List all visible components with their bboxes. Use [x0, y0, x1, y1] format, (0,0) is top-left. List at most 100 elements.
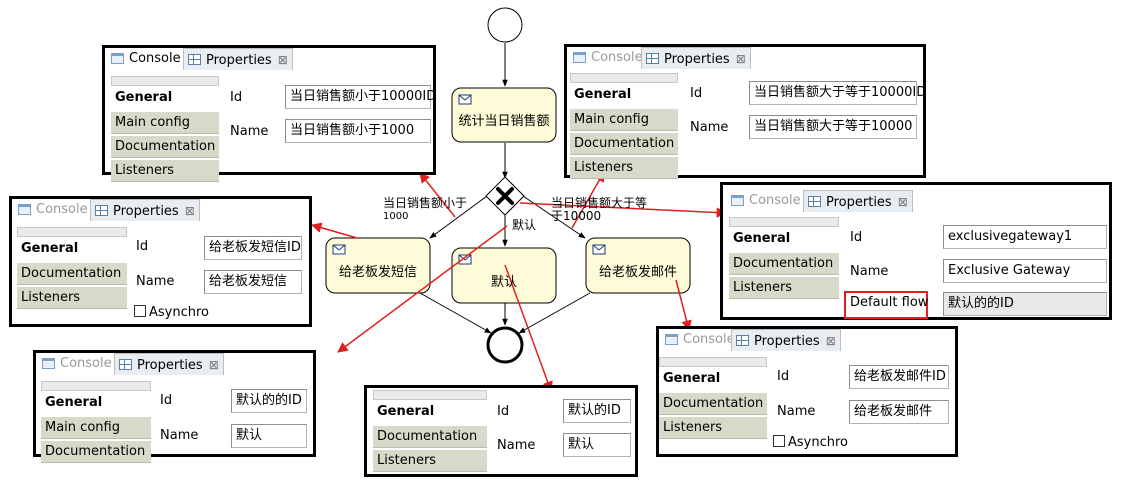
- sidebar-item-listeners[interactable]: Listeners: [729, 276, 839, 299]
- sidebar-top-stub: [41, 381, 151, 391]
- close-icon[interactable]: ⊠: [825, 334, 836, 348]
- name-field[interactable]: 给老板发邮件: [849, 400, 949, 424]
- name-label: Name: [690, 120, 729, 135]
- checkbox-box[interactable]: [134, 305, 146, 317]
- tab-properties[interactable]: Properties⊠: [803, 190, 913, 212]
- tab-console[interactable]: Console: [107, 48, 185, 70]
- sidebar-item-documentation[interactable]: Documentation: [570, 132, 678, 155]
- properties-panel-default-flow: Console Properties⊠ General Main config …: [33, 350, 316, 463]
- annotation-arrow-email: [675, 279, 692, 332]
- asynchronous-checkbox[interactable]: Asynchro: [134, 305, 209, 320]
- tab-console[interactable]: Console: [661, 329, 739, 351]
- exclusive-gateway[interactable]: [485, 176, 525, 216]
- id-field[interactable]: 默认的的ID: [231, 389, 307, 413]
- sidebar-item-listeners[interactable]: Listeners: [17, 286, 127, 309]
- end-event[interactable]: [486, 326, 524, 364]
- tab-properties[interactable]: Properties⊠: [731, 329, 841, 351]
- properties-panel-sms-task: Console Properties⊠ General Documentatio…: [9, 196, 312, 327]
- close-icon[interactable]: ⊠: [184, 204, 195, 218]
- name-label: Name: [160, 428, 199, 443]
- task-stat-sales[interactable]: [451, 87, 557, 143]
- id-field[interactable]: 默认的ID: [563, 399, 631, 423]
- annotation-arrow-sms: [310, 222, 358, 239]
- name-field[interactable]: Exclusive Gateway: [943, 259, 1107, 283]
- sidebar-item-listeners[interactable]: Listeners: [570, 156, 678, 179]
- id-label: Id: [160, 393, 173, 408]
- console-icon: [111, 53, 124, 64]
- id-field[interactable]: exclusivegateway1: [943, 225, 1107, 249]
- id-label: Id: [690, 86, 703, 101]
- properties-icon: [95, 205, 108, 216]
- name-field[interactable]: 当日销售额大于等于10000: [749, 115, 917, 139]
- sidebar-item-general[interactable]: General: [17, 238, 127, 261]
- tab-bar: Console Properties⊠: [723, 185, 1109, 212]
- sidebar-item-documentation[interactable]: Documentation: [659, 392, 767, 415]
- sidebar-item-general[interactable]: General: [570, 84, 678, 107]
- flow-less-than[interactable]: [429, 195, 488, 239]
- sidebar-item-general[interactable]: General: [111, 87, 219, 110]
- id-field[interactable]: 当日销售额大于等于10000ID: [749, 81, 926, 105]
- tab-properties[interactable]: Properties⊠: [114, 353, 224, 375]
- default-flow-field[interactable]: 默认的的ID: [943, 292, 1107, 316]
- sidebar-item-general[interactable]: General: [659, 368, 767, 391]
- id-field[interactable]: 给老板发邮件ID: [849, 365, 949, 389]
- task-email-boss[interactable]: [585, 237, 691, 294]
- close-icon[interactable]: ⊠: [735, 52, 746, 66]
- task-label-email-boss: 给老板发邮件: [598, 265, 677, 280]
- tab-console[interactable]: Console: [14, 199, 92, 221]
- properties-panel-email-task: Console Properties⊠ General Documentatio…: [656, 326, 958, 457]
- task-sms-boss[interactable]: [325, 237, 431, 294]
- flow-label-greater: 当日销售额大于等 于10000: [551, 197, 647, 223]
- sidebar-item-general[interactable]: General: [373, 401, 487, 424]
- name-label: Name: [230, 124, 269, 139]
- flow-label-less: 当日销售额小于 1000: [383, 197, 467, 223]
- flow-email-to-end[interactable]: [518, 292, 591, 334]
- tab-bar: Console Properties⊠: [659, 329, 955, 353]
- sidebar-top-stub: [111, 76, 219, 86]
- asynchronous-checkbox[interactable]: Asynchro: [773, 435, 848, 450]
- id-label: Id: [136, 239, 149, 254]
- close-icon[interactable]: ⊠: [208, 358, 219, 372]
- flow-sms-to-end[interactable]: [419, 292, 492, 334]
- close-icon[interactable]: ⊠: [277, 53, 288, 67]
- sidebar-item-main-config[interactable]: Main config: [41, 416, 151, 439]
- name-field[interactable]: 当日销售额小于1000: [285, 119, 431, 143]
- id-field[interactable]: 给老板发短信ID: [204, 236, 302, 260]
- annotation-arrow-greater-flow: [571, 171, 605, 229]
- name-field[interactable]: 给老板发短信: [204, 270, 302, 294]
- close-icon[interactable]: ⊠: [897, 195, 908, 209]
- sidebar-top-stub: [570, 73, 678, 83]
- checkbox-box[interactable]: [773, 435, 785, 447]
- sidebar-item-main-config[interactable]: Main config: [570, 108, 678, 131]
- properties-icon: [188, 54, 201, 65]
- sidebar-item-documentation[interactable]: Documentation: [41, 440, 151, 463]
- tab-properties[interactable]: Properties⊠: [641, 47, 751, 69]
- tab-console[interactable]: Console: [38, 353, 116, 375]
- tab-properties[interactable]: Properties⊠: [90, 199, 200, 221]
- name-field[interactable]: 默认: [231, 424, 307, 448]
- annotation-arrow-default-flow: [337, 225, 508, 353]
- annotation-arrow-gateway: [519, 202, 728, 218]
- task-label-sms-boss: 给老板发短信: [338, 265, 417, 280]
- sidebar-item-listeners[interactable]: Listeners: [111, 159, 219, 182]
- sidebar-item-general[interactable]: General: [41, 392, 151, 415]
- task-default[interactable]: [451, 247, 557, 304]
- tab-console[interactable]: Console: [569, 47, 647, 69]
- start-event[interactable]: [487, 7, 523, 43]
- tab-console[interactable]: Console: [727, 190, 805, 212]
- sidebar-item-general[interactable]: General: [729, 228, 839, 251]
- properties-icon: [736, 335, 749, 346]
- sidebar-item-documentation[interactable]: Documentation: [111, 135, 219, 158]
- flow-label-less-line1: 当日销售额小于: [383, 196, 468, 210]
- name-field[interactable]: 默认: [563, 433, 631, 457]
- sidebar-item-listeners[interactable]: Listeners: [659, 416, 767, 439]
- sidebar-item-documentation[interactable]: Documentation: [17, 262, 127, 285]
- tab-bar: Console Properties⊠: [105, 48, 433, 72]
- sidebar-item-documentation[interactable]: Documentation: [729, 252, 839, 275]
- tab-properties[interactable]: Properties⊠: [183, 48, 293, 70]
- sidebar-item-documentation[interactable]: Documentation: [373, 425, 487, 448]
- sidebar-item-main-config[interactable]: Main config: [111, 111, 219, 134]
- id-field[interactable]: 当日销售额小于10000ID: [285, 85, 436, 109]
- sidebar-item-listeners[interactable]: Listeners: [373, 449, 487, 472]
- tab-bar: Console Properties⊠: [36, 353, 313, 377]
